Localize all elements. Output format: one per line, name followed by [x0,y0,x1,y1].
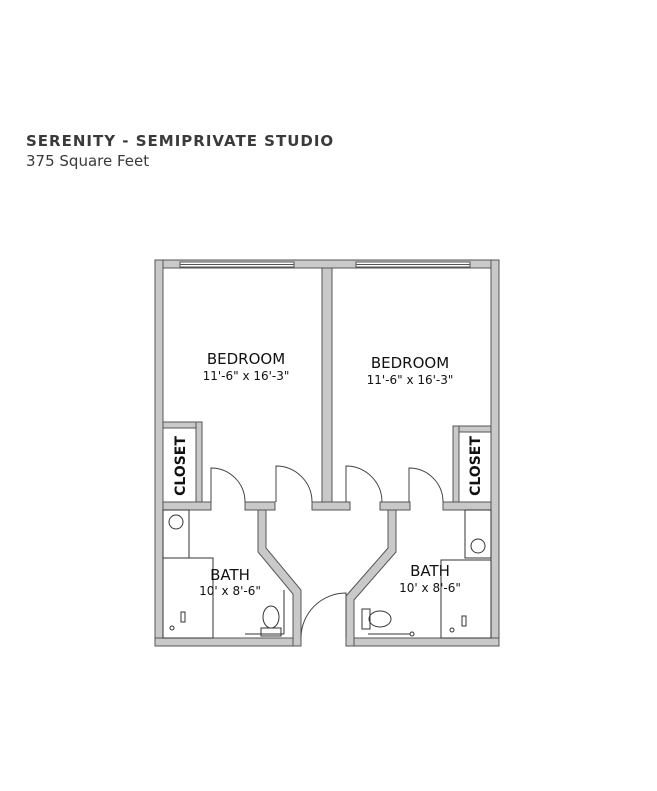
bath-wall-top-right-b [379,501,411,511]
plan-title: SERENITY - SEMIPRIVATE STUDIO [26,132,335,150]
bath-right-name: BATH [410,562,450,580]
shower-left [162,557,214,639]
door-closet-right [408,467,444,503]
door-closet-left [210,467,246,503]
closet-wall-top-left [162,421,202,429]
closet-right-name: CLOSET [468,436,484,496]
closet-wall-side-right [452,425,460,503]
toilet-tank-right [361,608,371,630]
outer-wall-right [490,259,500,647]
bath-left-dimensions: 10' x 8'-6" [199,584,261,598]
shower-right [440,559,492,639]
outer-wall-left [154,259,164,647]
toilet-icon-left [262,605,280,629]
plan-area: 375 Square Feet [26,152,150,170]
closet-wall-side-left [195,421,203,503]
door-bedroom-left [275,465,313,503]
bath-left-name: BATH [210,566,250,584]
valve-icon-right [409,631,415,637]
shower-control-left [180,611,186,623]
toilet-icon-right [368,610,392,628]
bath-wall-top-right-a [442,501,492,511]
bedroom-right-name: BEDROOM [371,354,449,372]
bath-wall-top-center [311,501,351,511]
bedroom-left-dimensions: 11'-6" x 16'-3" [203,369,290,383]
angled-walls [257,509,397,647]
outer-wall-bottom-right [345,637,500,647]
angled-wall-right [345,509,397,647]
fixtures [162,509,492,639]
windows [179,261,471,268]
bath-wall-top-left-b [244,501,276,511]
angled-wall-left [257,509,302,647]
sink-icon-left [168,514,184,530]
drain-icon-right [449,627,455,633]
vanity-right [464,509,492,559]
drain-icon-left [169,625,175,631]
bedroom-right-dimensions: 11'-6" x 16'-3" [367,373,454,387]
toilet-tank-left [260,627,282,637]
bedroom-left-name: BEDROOM [207,350,285,368]
bath-wall-top-left-a [162,501,212,511]
shower-control-right [461,615,467,627]
outer-wall-bottom-left [154,637,302,647]
doors [210,465,444,639]
sink-icon-right [470,538,486,554]
vanity-left [162,509,190,559]
bath-right-dimensions: 10' x 8'-6" [399,581,461,595]
center-divider-wall [321,267,333,511]
closet-left-name: CLOSET [173,436,189,496]
door-entry [300,592,347,639]
door-bedroom-right [345,465,383,503]
walls [154,259,500,647]
